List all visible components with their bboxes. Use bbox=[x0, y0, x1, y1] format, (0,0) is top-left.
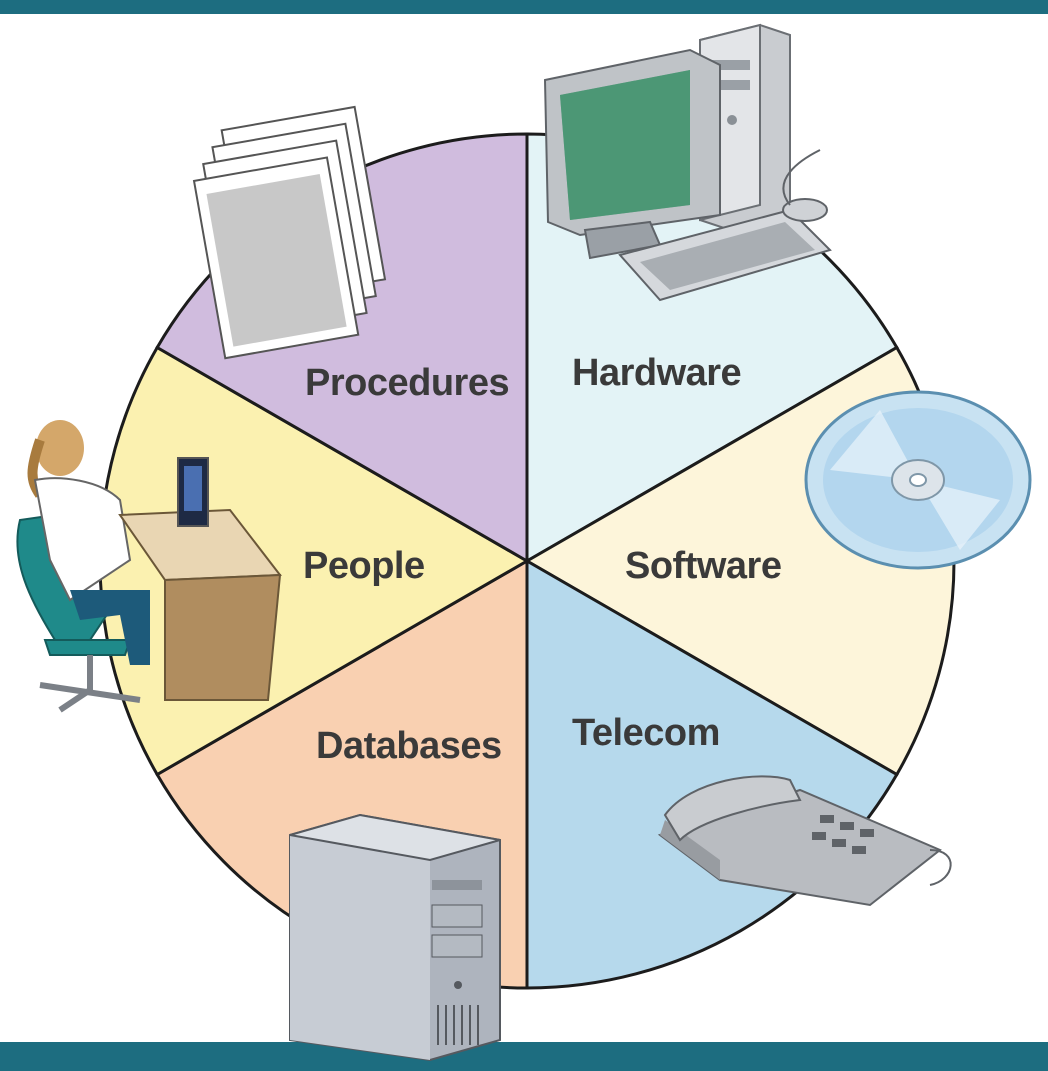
documents-icon bbox=[192, 105, 387, 360]
bottom-band bbox=[0, 1042, 1048, 1071]
desktop-computer-icon bbox=[543, 23, 832, 302]
server-tower-icon bbox=[289, 813, 501, 1062]
cd-disc-icon bbox=[804, 390, 1032, 570]
label-people: People bbox=[303, 545, 425, 587]
label-software: Software bbox=[625, 545, 781, 587]
person-at-desk-icon bbox=[16, 420, 282, 713]
top-band bbox=[0, 0, 1048, 14]
label-databases: Databases bbox=[316, 725, 502, 767]
telephone-icon bbox=[657, 775, 952, 907]
label-hardware: Hardware bbox=[572, 352, 741, 394]
label-procedures: Procedures bbox=[305, 362, 509, 404]
label-telecom: Telecom bbox=[572, 712, 720, 754]
